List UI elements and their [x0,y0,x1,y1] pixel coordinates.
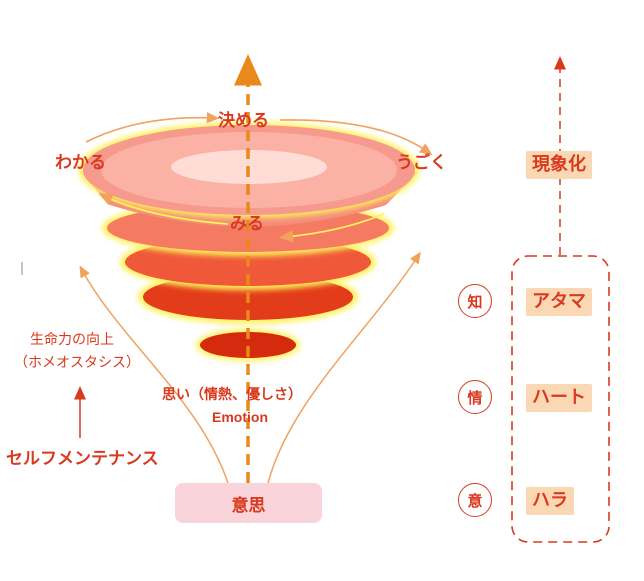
label-manifestation: 現象化 [526,151,592,179]
circle-will: 意 [458,483,492,517]
will-box: 意思 [175,483,322,523]
flow-arrow-upper-right [279,119,433,156]
flow-arrow-upper-left [85,112,220,143]
right-dashed-frame [511,255,610,543]
left-rising-curve [79,265,229,484]
label-head: アタマ [526,288,592,316]
flow-arrow-lower-left [98,193,229,225]
label-will: 意思 [231,495,266,516]
label-understand: わかる [55,153,106,173]
circle-emotion: 情 [458,380,492,414]
label-belly: ハラ [526,487,574,515]
label-emotion: Emotion [212,409,268,425]
circle-knowledge: 知 [458,284,492,318]
funnel-tier-5 [196,329,300,361]
label-feelings: 思い（情熱、優しさ） [162,387,302,403]
flow-arrow-lower-right [278,213,385,243]
label-decide: 決める [218,111,269,131]
right-rising-curve [267,251,421,484]
label-self-maintenance: セルフメンテナンス [6,449,159,469]
label-life-force-2: （ホメオスタシス） [14,355,140,371]
label-move: うごく [396,153,447,173]
label-see: みる [230,214,264,234]
label-heart: ハート [526,384,592,412]
label-life-force-1: 生命力の向上 [30,332,114,348]
